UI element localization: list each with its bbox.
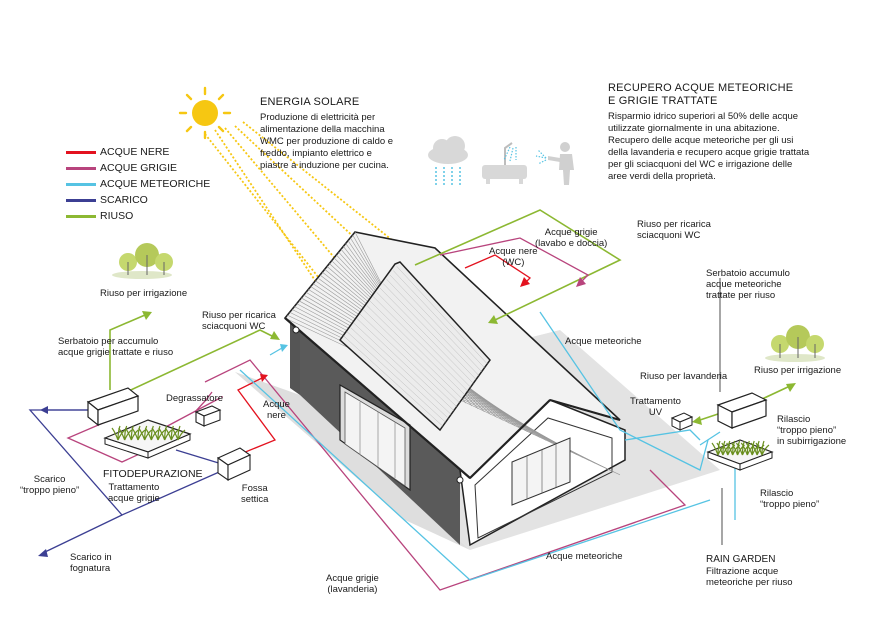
leader-lines xyxy=(719,278,723,545)
tank-left xyxy=(86,387,140,427)
label-reuse-laundry: Riuso per lavanderia xyxy=(640,371,728,382)
legend-swatch xyxy=(66,214,96,218)
uv-unit xyxy=(670,412,694,431)
legend-label: RIUSO xyxy=(100,210,134,222)
recovery-description: Risparmio idrico superiori al 50% delle … xyxy=(608,111,810,182)
label-rainwater-bottom: Acque meteoriche xyxy=(546,551,623,562)
label-overflow-left: Scarico “troppo pieno” xyxy=(20,474,80,496)
legend: ACQUE NERE ACQUE GRIGIE ACQUE METEORICHE SC… xyxy=(66,144,210,224)
septic-tank xyxy=(216,447,252,482)
label-rain-garden-sub: Filtrazione acque meteoriche per riuso xyxy=(706,566,793,588)
legend-item: ACQUE NERE xyxy=(66,144,210,160)
bathtub-shower-icon xyxy=(482,142,527,184)
legend-item: RIUSO xyxy=(66,208,210,224)
label-irrigation-left: Riuso per irrigazione xyxy=(100,288,188,299)
label-rainwater-roof: Acque meteoriche xyxy=(565,336,642,347)
label-phyto-sub: Trattamento acque grigie xyxy=(108,482,160,504)
legend-label: ACQUE METEORICHE xyxy=(100,178,211,190)
label-release: Rilascio “troppo pieno” xyxy=(760,488,820,510)
label-reuse-wc-left: Riuso per ricarica sciacquoni WC xyxy=(202,310,276,332)
legend-item: ACQUE GRIGIE xyxy=(66,160,210,176)
solar-description: Produzione di elettricità per alimentazi… xyxy=(260,112,394,171)
legend-label: ACQUE NERE xyxy=(100,146,170,158)
label-rain-garden-title: RAIN GARDEN xyxy=(706,554,776,565)
rain-garden-bed xyxy=(706,439,774,471)
label-septic: Fossa settica xyxy=(241,483,269,505)
legend-item: ACQUE METEORICHE xyxy=(66,176,210,192)
acque-nere-pipes xyxy=(237,254,532,456)
phytodepuration-bed xyxy=(103,419,192,459)
legend-swatch xyxy=(66,150,96,154)
label-tank-right: Serbatoio accumulo acque meteoriche trat… xyxy=(706,268,790,301)
riuso-pipes xyxy=(109,209,796,425)
trees-icon xyxy=(765,325,825,362)
acque-meteoriche-pipes xyxy=(239,311,736,581)
label-grease-trap: Degrassatore xyxy=(166,393,224,404)
label-blackwater-top: Acque nere (WC) xyxy=(489,246,538,268)
legend-swatch xyxy=(66,166,96,170)
tank-right xyxy=(716,392,768,429)
label-black-water: Acque nere xyxy=(263,399,290,421)
legend-label: ACQUE GRIGIE xyxy=(100,162,178,174)
trees-icon xyxy=(112,243,173,279)
legend-swatch xyxy=(66,198,96,202)
gardener-watering-icon xyxy=(535,142,574,185)
label-uv: Trattamento UV xyxy=(630,396,681,418)
label-tank-left: Serbatoio per accumulo acque grigie trat… xyxy=(58,336,174,358)
ground-plate-front xyxy=(235,372,470,550)
label-greywater-laundry: Acque grigie (lavanderia) xyxy=(326,573,379,595)
recovery-title: RECUPERO ACQUE METEORICHE E GRIGIE TRATT… xyxy=(608,82,794,107)
label-greywater-top: Acque grigie (lavabo e doccia) xyxy=(535,227,608,249)
label-release-sub: Rilascio “troppo pieno” in subirrigazion… xyxy=(777,414,847,447)
label-irrigation-right: Riuso per irrigazione xyxy=(754,365,842,376)
legend-swatch xyxy=(66,182,96,186)
legend-item: SCARICO xyxy=(66,192,210,208)
solar-title: ENERGIA SOLARE xyxy=(260,96,360,108)
label-phyto-title: FITODEPURAZIONE xyxy=(103,468,203,480)
house xyxy=(283,231,626,547)
sun-icon xyxy=(178,86,232,140)
label-reuse-wc-top: Riuso per ricarica sciacquoni WC xyxy=(637,219,711,241)
grease-trap xyxy=(194,405,222,427)
legend-label: SCARICO xyxy=(100,194,148,206)
label-sewer: Scarico in fognatura xyxy=(70,552,112,574)
rain-cloud-icon xyxy=(428,136,468,185)
